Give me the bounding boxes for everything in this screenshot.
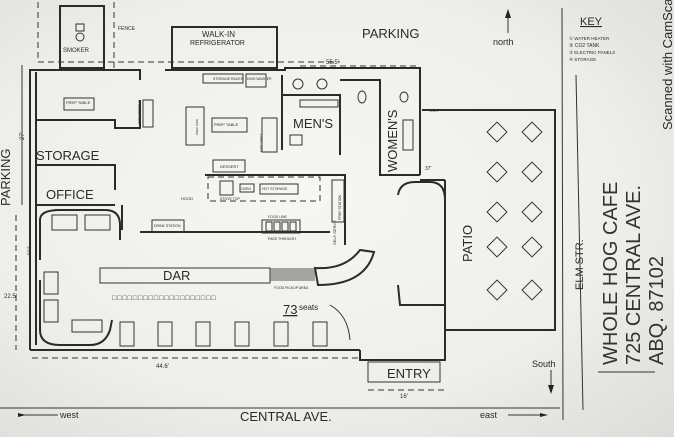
cafe-name: WHOLE HOG CAFE [600,182,622,365]
self-serve-label: SELF-SERVE [332,220,337,245]
storage-rack-label: STORAGE RACK [137,100,141,124]
booth-row [119,321,328,347]
dimension-top: 55.5' [326,60,339,66]
food-pickup-label: FOOD PICKUP AREA [274,286,309,290]
prep-table-label-2: PREP TABLE [214,122,239,127]
west-label: west [59,410,79,420]
dimension-bottom: 44.6' [156,364,169,370]
key-item: ④ STORAGE [569,57,596,62]
pass-through-label: PASS THROUGH [268,237,296,241]
hand-sinks-label: HAND SINKS [259,134,263,152]
stove-top-label: STOVE TOP [220,197,241,201]
prep-sink-label: PREP SINK [195,119,199,135]
dish-washer-label: DISH WASHER [247,77,272,81]
camscanner-watermark: Scanned with CamScanner [660,0,674,130]
legend-key: KEY ① WATER HEATER ② CO2 TANK ③ ELECTRIC… [569,16,615,62]
bar-label: DAR [163,268,190,283]
prep-table-label: PREP TABLE [66,100,91,105]
refrigerator-label: REFRIGERATOR [190,40,245,47]
smoker-label: SMOKER [63,48,90,54]
key-item: ② CO2 TANK [569,43,600,49]
dimension-left-upper: 27' [20,132,26,140]
dimension-left-lower: 22.5' [4,294,17,300]
oven-label: OVEN [241,187,251,191]
restrooms: MEN'S WOMEN'S [289,78,414,172]
dimension-entry: 16' [400,394,408,400]
storage-racks-label: STORAGE RACKS [213,77,244,81]
entry-label: ENTRY [387,366,431,381]
hood-label: HOOD [181,196,193,201]
storage-label: STORAGE [36,148,100,163]
seat-count: 73 [283,302,297,317]
fence-label: FENCE [118,26,136,32]
dimension-patio-gap: 37' [425,166,432,172]
patio-tables [486,121,543,301]
key-item: ③ ELECTRIC PANELS [569,50,615,55]
exit-label-west: EXIT [26,246,31,255]
dining-area: DAR FOOD PICKUP AREA □□□□□□□□□□□□□□□□□□□… [26,181,446,347]
food-pickup-hatch [270,268,315,281]
east-label: east [480,410,498,420]
patio: EXIT PATIO [422,108,556,331]
title-block: WHOLE HOG CAFE 725 CENTRAL AVE. ABQ. 871… [598,182,668,373]
building-walls [29,67,446,361]
cafe-address: 725 CENTRAL AVE. [623,185,645,365]
bar-stools: □□□□□□□□□□□□□□□□□□□□ [112,295,217,302]
patio-label: PATIO [460,225,475,262]
drink-station-label: DRINK STATION [154,224,181,228]
walk-in-label: WALK-IN [202,30,235,39]
parking-top-label: PARKING [362,26,420,41]
key-item: ① WATER HEATER [569,36,610,41]
parking-left-label: PARKING [0,148,13,206]
office-label: OFFICE [46,187,94,202]
food-line-label: FOOD LINE [268,215,288,219]
womens-room-label: WOMEN'S [385,109,400,172]
prep-station-label: PREP STATION [338,194,342,220]
kitchen: PREP TABLE STORAGE RACK PREP SINK PREP T… [63,73,345,245]
seats-label: seats [299,303,318,312]
walk-in-refrigerator: WALK-IN REFRIGERATOR [171,26,278,69]
central-ave-label: CENTRAL AVE. [240,409,332,424]
exit-label-patio: EXIT [430,108,439,113]
north-label: north [493,37,514,47]
smoker-enclosure: SMOKER FENCE [37,2,340,69]
cafe-city-zip: ABQ. 87102 [646,256,668,365]
key-title: KEY [580,16,603,28]
elm-street-line [561,7,564,421]
mens-room-label: MEN'S [293,116,333,131]
south-label: South [532,359,556,369]
hot-storage-label: HOT STORAGE [262,187,288,191]
elm-street-label: ELM STR. [574,239,586,290]
dessert-label: DESSERT [220,164,239,169]
